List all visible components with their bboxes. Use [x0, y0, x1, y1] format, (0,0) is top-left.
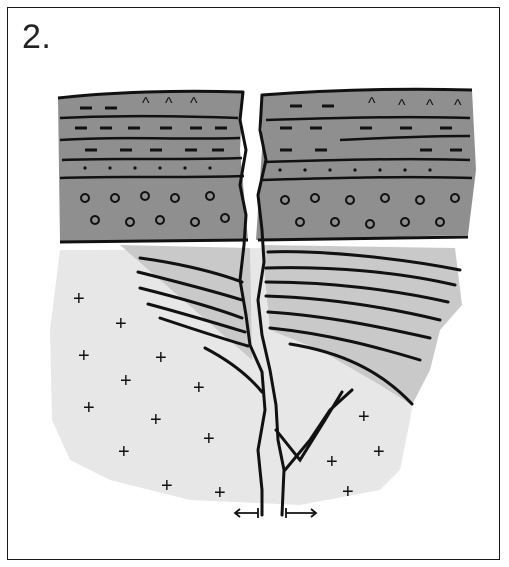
svg-text:^: ^ [398, 97, 406, 114]
svg-text:+: + [373, 441, 385, 463]
svg-text:+: + [155, 347, 167, 369]
svg-text:+: + [358, 406, 370, 428]
svg-text:^: ^ [426, 97, 434, 114]
svg-text:+: + [214, 482, 226, 504]
svg-text:+: + [193, 377, 205, 399]
svg-text:+: + [203, 428, 215, 450]
svg-text:+: + [73, 288, 85, 310]
svg-text:+: + [326, 451, 338, 473]
svg-text:+: + [161, 475, 173, 497]
svg-text:+: + [115, 313, 127, 335]
svg-text:^: ^ [142, 95, 150, 112]
svg-text:^: ^ [368, 95, 376, 112]
svg-text:^: ^ [454, 97, 462, 114]
svg-text:^: ^ [165, 95, 173, 112]
extension-arrow-left-icon [235, 508, 258, 518]
sediment-cover-left [58, 91, 248, 242]
svg-text:+: + [120, 370, 132, 392]
unconformity-left [60, 240, 248, 242]
svg-text:^: ^ [190, 95, 198, 112]
sediment-cover-right [256, 89, 476, 240]
svg-text:+: + [78, 345, 90, 367]
extension-arrow-right-icon [286, 508, 316, 518]
svg-text:+: + [342, 481, 354, 503]
svg-text:+: + [150, 409, 162, 431]
svg-text:+: + [83, 397, 95, 419]
svg-text:+: + [118, 441, 130, 463]
extension-arrows [235, 508, 316, 518]
